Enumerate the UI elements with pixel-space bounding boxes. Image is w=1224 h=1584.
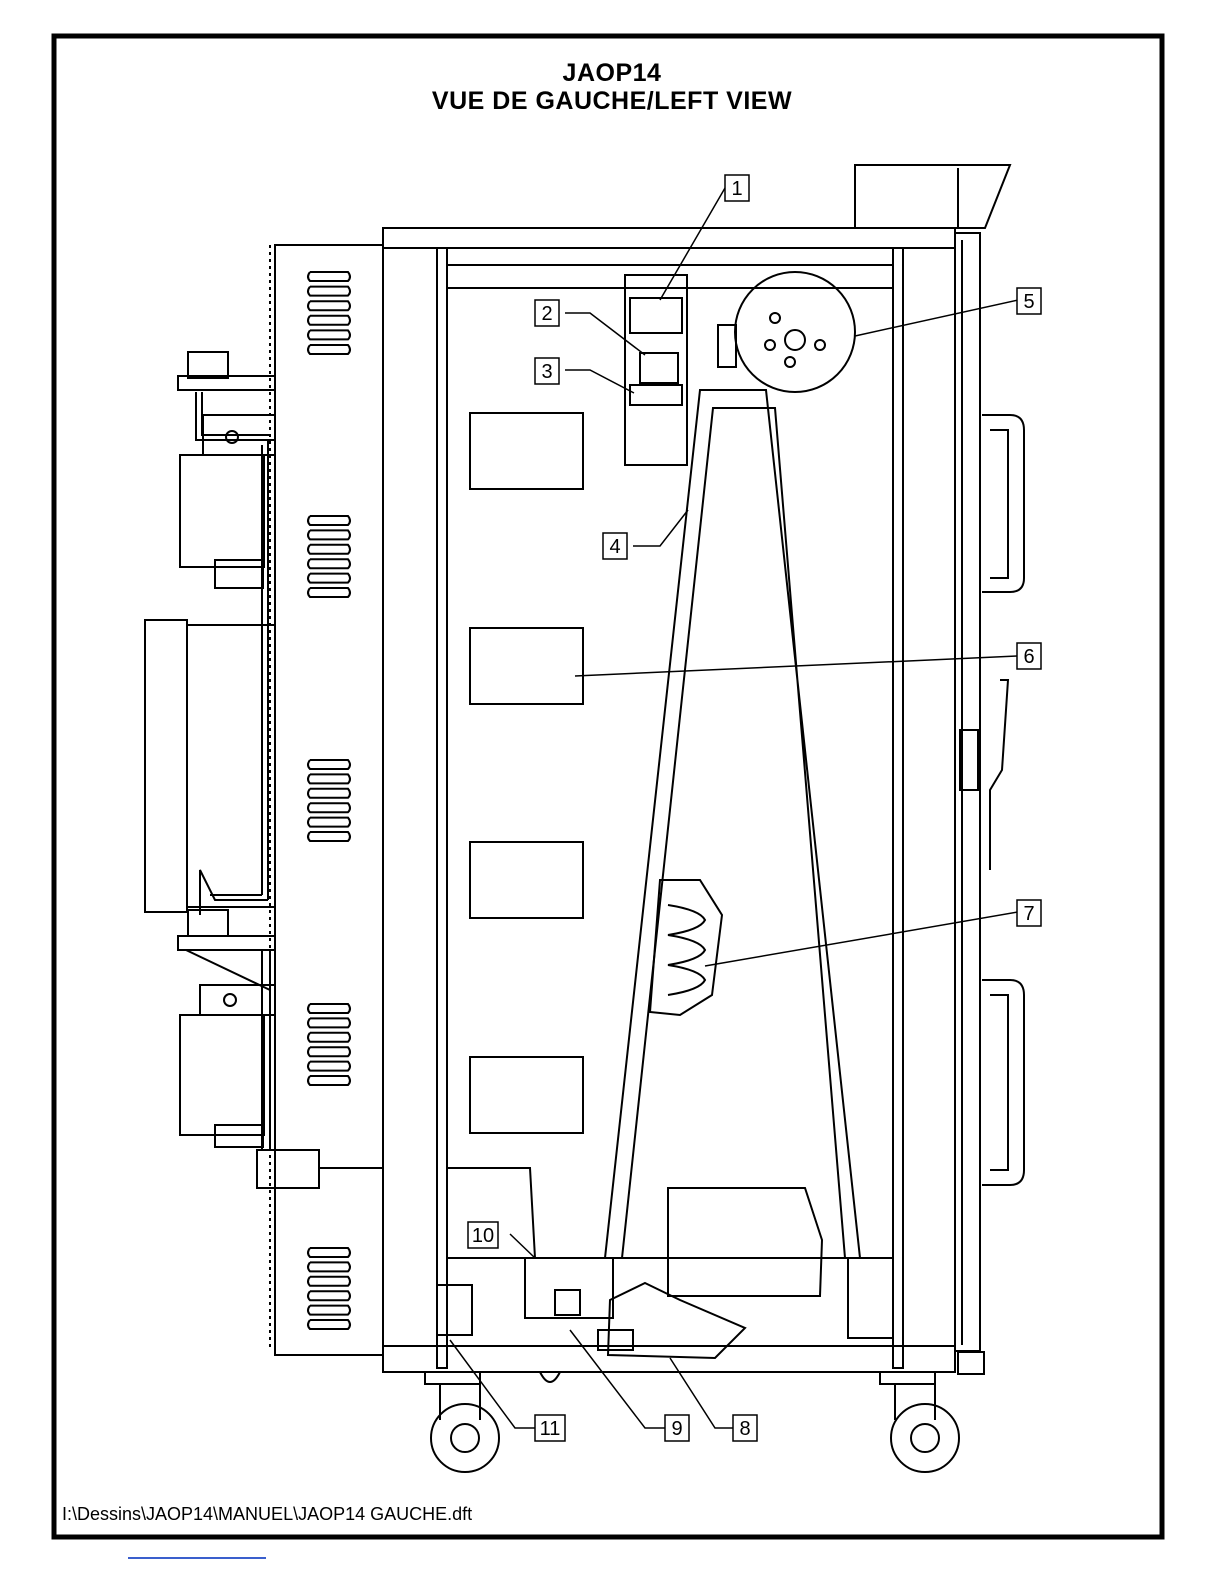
drawing-view-title: VUE DE GAUCHE/LEFT VIEW: [0, 87, 1224, 116]
vent-slot: [308, 1262, 350, 1271]
link-underline: [128, 1557, 266, 1559]
callout-8: 8: [733, 1415, 757, 1441]
callout-label: 9: [671, 1418, 682, 1440]
vent-slot: [308, 1018, 350, 1027]
door-and-handles: [955, 233, 1024, 1374]
vent-slot: [308, 1047, 350, 1056]
vent-slot: [308, 574, 350, 583]
vent-slot: [308, 588, 350, 597]
vent-slot: [308, 330, 350, 339]
vent-slot: [308, 774, 350, 783]
vent-slot: [308, 1004, 350, 1013]
callout-label: 1: [731, 178, 742, 200]
vent-slot: [308, 545, 350, 554]
vent-slot: [308, 316, 350, 325]
vent-slot: [308, 530, 350, 539]
callout-3: 3: [535, 358, 559, 384]
vent-slot: [308, 301, 350, 310]
vent-slot: [308, 559, 350, 568]
callout-6: 6: [1017, 643, 1041, 669]
vent-slot: [308, 1320, 350, 1329]
callout-2: 2: [535, 300, 559, 326]
caster-right: [880, 1372, 959, 1472]
callout-label: 6: [1023, 646, 1034, 668]
callout-label: 8: [739, 1418, 750, 1440]
callout-1: 1: [725, 175, 749, 201]
lower-panel: [668, 1188, 822, 1296]
vent-slot: [308, 789, 350, 798]
callout-label: 10: [472, 1225, 494, 1247]
callout-label: 5: [1023, 291, 1034, 313]
left-external-components: [145, 352, 275, 1150]
callout-label: 7: [1023, 903, 1034, 925]
callout-4: 4: [603, 533, 627, 559]
vent-slot: [308, 803, 350, 812]
callout-label: 3: [541, 361, 552, 383]
vent-slot: [308, 1306, 350, 1315]
callout-5: 5: [1017, 288, 1041, 314]
vent-slot: [308, 345, 350, 354]
vent-slot: [308, 818, 350, 827]
a-frame-rack: [605, 390, 860, 1258]
drive-wheel: [718, 272, 855, 392]
callout-7: 7: [1017, 900, 1041, 926]
tray-slides: [470, 413, 583, 1133]
vent-slot: [308, 1033, 350, 1042]
vent-slot: [308, 1291, 350, 1300]
callout-10: 10: [468, 1222, 498, 1248]
vent-slot: [308, 1248, 350, 1257]
vent-slot: [308, 832, 350, 841]
vent-slot: [308, 1277, 350, 1286]
vent-slot: [308, 272, 350, 281]
file-path: I:\Dessins\JAOP14\MANUEL\JAOP14 GAUCHE.d…: [62, 1504, 472, 1525]
callout-label: 2: [541, 303, 552, 325]
control-bracket: [625, 275, 687, 465]
top-hopper: [855, 165, 1010, 228]
callout-label: 11: [540, 1418, 561, 1440]
callout-9: 9: [665, 1415, 689, 1441]
drawing-model-title: JAOP14: [0, 59, 1224, 88]
drawing-frame: [54, 36, 1162, 1537]
callout-11: 11: [535, 1415, 565, 1441]
vent-slot: [308, 760, 350, 769]
callout-label: 4: [609, 536, 620, 558]
vent-slot: [308, 1076, 350, 1085]
vent-louvers: [308, 272, 350, 1329]
vent-slot: [308, 287, 350, 296]
vent-slot: [308, 516, 350, 525]
vent-slot: [308, 1062, 350, 1071]
